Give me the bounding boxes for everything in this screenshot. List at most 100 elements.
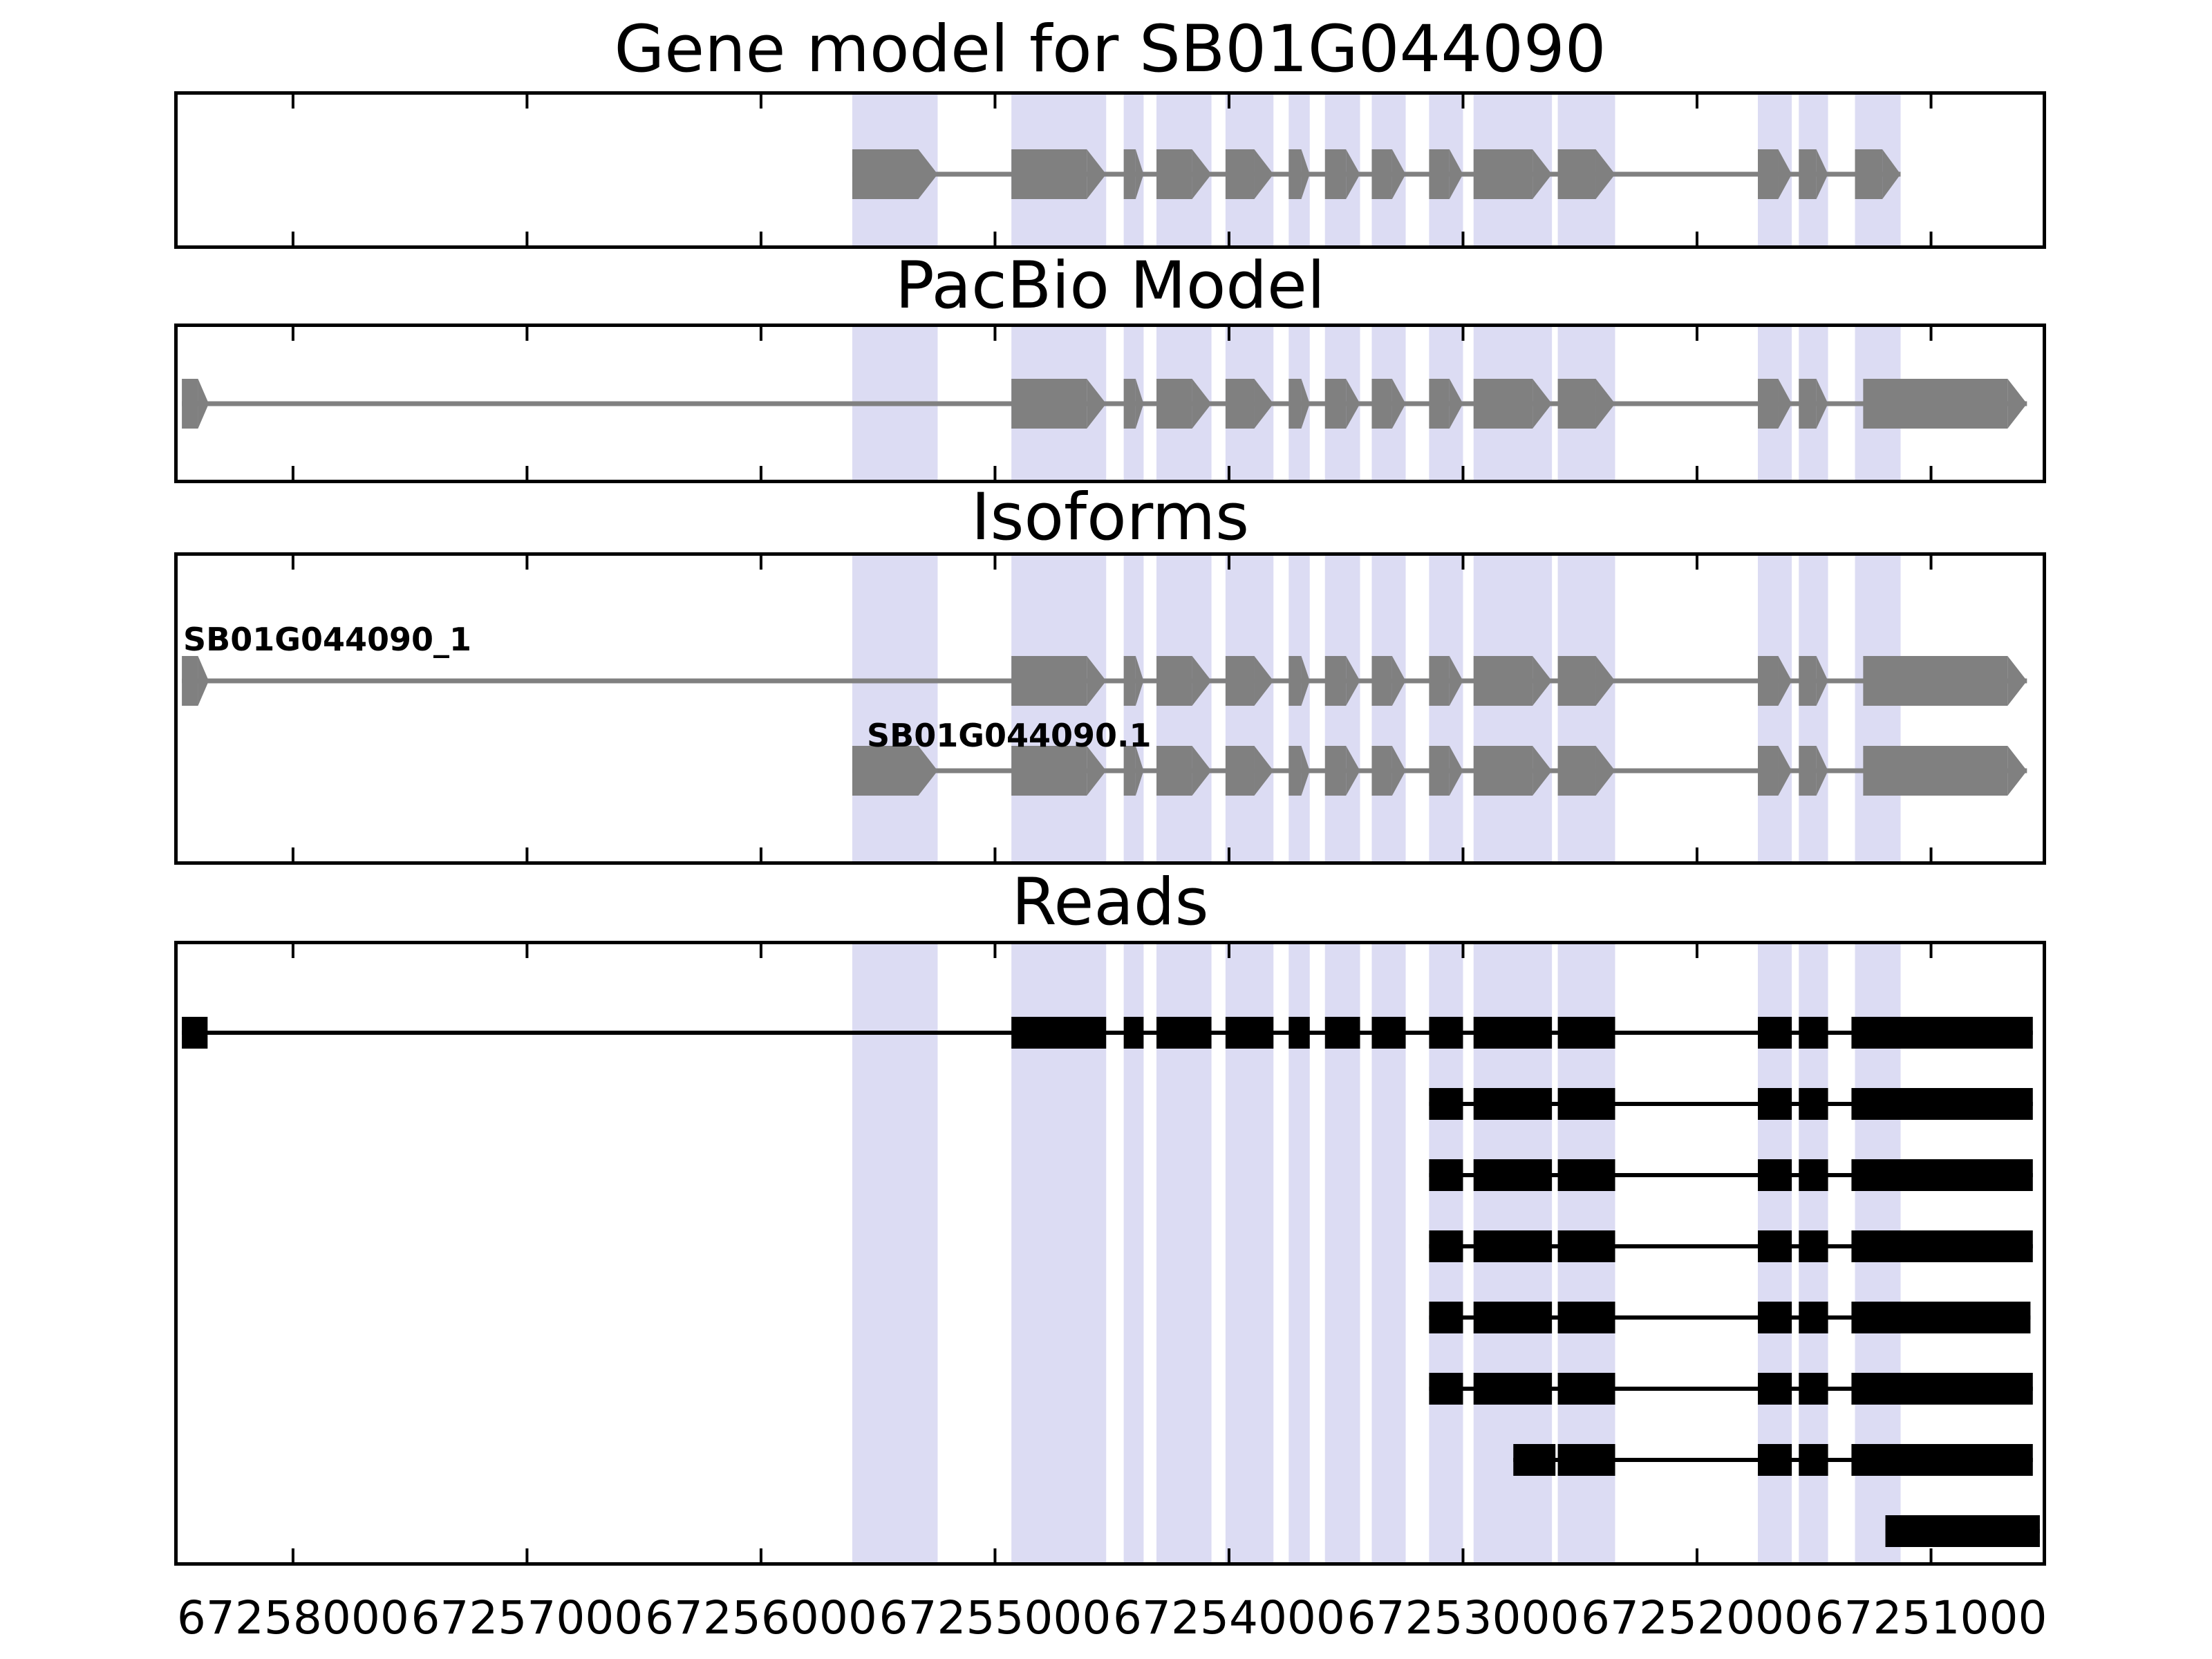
x-tick-top bbox=[1696, 327, 1699, 341]
read-exon-block bbox=[1225, 1017, 1274, 1049]
x-tick-bottom bbox=[759, 847, 762, 861]
exon-highlight-band bbox=[1156, 556, 1212, 861]
x-tick-top bbox=[525, 944, 529, 958]
exon-arrow-tip bbox=[1391, 656, 1406, 706]
exon-body bbox=[1758, 656, 1779, 706]
read-exon-block bbox=[1557, 1017, 1615, 1049]
exon-body bbox=[1429, 746, 1450, 796]
read-exon-block bbox=[1473, 1088, 1553, 1120]
exon-body bbox=[1225, 379, 1255, 429]
x-tick-top bbox=[759, 556, 762, 570]
pacbio-model-panel bbox=[174, 324, 2046, 483]
exon-arrow-tip bbox=[1595, 656, 1615, 706]
x-tick-bottom bbox=[1929, 847, 1933, 861]
exon-body bbox=[1288, 149, 1302, 199]
exon-body bbox=[1123, 746, 1136, 796]
x-tick-bottom bbox=[1461, 847, 1465, 861]
exon-arrow-tip bbox=[1135, 379, 1144, 429]
read-exon-block bbox=[1758, 1230, 1792, 1262]
exon-body bbox=[852, 746, 919, 796]
exon-arrow-tip bbox=[1816, 149, 1828, 199]
exon-body bbox=[1429, 149, 1450, 199]
x-tick-bottom bbox=[1227, 466, 1230, 480]
x-tick-bottom bbox=[291, 847, 294, 861]
exon-highlight-band bbox=[852, 944, 938, 1562]
exon-body bbox=[1429, 379, 1450, 429]
exon-body bbox=[1011, 656, 1087, 706]
exon-arrow-tip bbox=[1087, 149, 1107, 199]
exon-body bbox=[182, 379, 198, 429]
read-exon-block bbox=[1557, 1302, 1615, 1333]
read-exon-block bbox=[1557, 1373, 1615, 1405]
exon-body bbox=[1324, 379, 1347, 429]
exon-body bbox=[1324, 656, 1347, 706]
x-tick-bottom bbox=[1461, 466, 1465, 480]
exon-arrow-tip bbox=[1192, 656, 1212, 706]
x-tick-bottom bbox=[1227, 1548, 1230, 1562]
exon-body bbox=[1758, 746, 1779, 796]
read-exon-block bbox=[1429, 1017, 1463, 1049]
x-tick-top bbox=[1929, 327, 1933, 341]
x-tick-top bbox=[1461, 944, 1465, 958]
x-tick-bottom bbox=[525, 847, 529, 861]
exon-body bbox=[1123, 149, 1136, 199]
exon-body bbox=[1473, 746, 1533, 796]
exon-body bbox=[1371, 656, 1392, 706]
x-axis-tick-label: 67254000 bbox=[1112, 1591, 1345, 1644]
exon-arrow-tip bbox=[1301, 746, 1310, 796]
x-tick-bottom bbox=[525, 232, 529, 245]
read-exon-block bbox=[1473, 1017, 1553, 1049]
x-tick-top bbox=[291, 327, 294, 341]
exon-body bbox=[1123, 656, 1136, 706]
exon-highlight-band bbox=[1123, 556, 1144, 861]
isoform-1-label: SB01G044090_1 bbox=[183, 621, 472, 658]
exon-body bbox=[1288, 656, 1302, 706]
exon-body bbox=[1557, 656, 1596, 706]
x-tick-top bbox=[759, 95, 762, 109]
x-axis-tick-label: 67252000 bbox=[1581, 1591, 1813, 1644]
exon-body bbox=[1225, 746, 1255, 796]
exon-body bbox=[1156, 746, 1192, 796]
read-exon-block bbox=[1851, 1230, 2033, 1262]
exon-arrow-tip bbox=[1778, 149, 1792, 199]
read-exon-block bbox=[1371, 1017, 1406, 1049]
x-tick-top bbox=[759, 944, 762, 958]
exon-body bbox=[1557, 746, 1596, 796]
exon-arrow-tip bbox=[1449, 656, 1463, 706]
reads-title: Reads bbox=[1011, 865, 1209, 940]
exon-body bbox=[1225, 656, 1255, 706]
exon-arrow-tip bbox=[2007, 746, 2027, 796]
exon-body bbox=[1225, 149, 1255, 199]
read-exon-block bbox=[1851, 1373, 2033, 1405]
x-tick-bottom bbox=[291, 466, 294, 480]
exon-arrow-tip bbox=[1816, 746, 1828, 796]
read-exon-block bbox=[1473, 1302, 1553, 1333]
intron-line bbox=[1429, 1315, 2031, 1320]
exon-body bbox=[1371, 149, 1392, 199]
read-exon-block bbox=[1557, 1444, 1615, 1476]
x-tick-top bbox=[291, 944, 294, 958]
read-exon-block bbox=[1473, 1159, 1553, 1191]
exon-highlight-band bbox=[1371, 556, 1406, 861]
exon-body bbox=[1123, 379, 1136, 429]
exon-arrow-tip bbox=[1816, 656, 1828, 706]
exon-arrow-tip bbox=[1135, 656, 1144, 706]
read-exon-block bbox=[1324, 1017, 1360, 1049]
x-tick-top bbox=[1227, 944, 1230, 958]
read-exon-block bbox=[1799, 1302, 1828, 1333]
read-exon-block bbox=[1429, 1302, 1463, 1333]
read-exon-block bbox=[1758, 1444, 1792, 1476]
x-tick-top bbox=[1461, 95, 1465, 109]
intron-line bbox=[1429, 1102, 2033, 1106]
exon-arrow-tip bbox=[1533, 379, 1553, 429]
exon-body bbox=[1863, 656, 2008, 706]
x-tick-bottom bbox=[1696, 847, 1699, 861]
exon-body bbox=[1863, 379, 2008, 429]
x-tick-bottom bbox=[759, 232, 762, 245]
x-axis-tick-label: 67256000 bbox=[644, 1591, 877, 1644]
read-exon-block bbox=[1758, 1159, 1792, 1191]
exon-body bbox=[1324, 746, 1347, 796]
exon-body bbox=[1429, 656, 1450, 706]
x-tick-bottom bbox=[1461, 1548, 1465, 1562]
